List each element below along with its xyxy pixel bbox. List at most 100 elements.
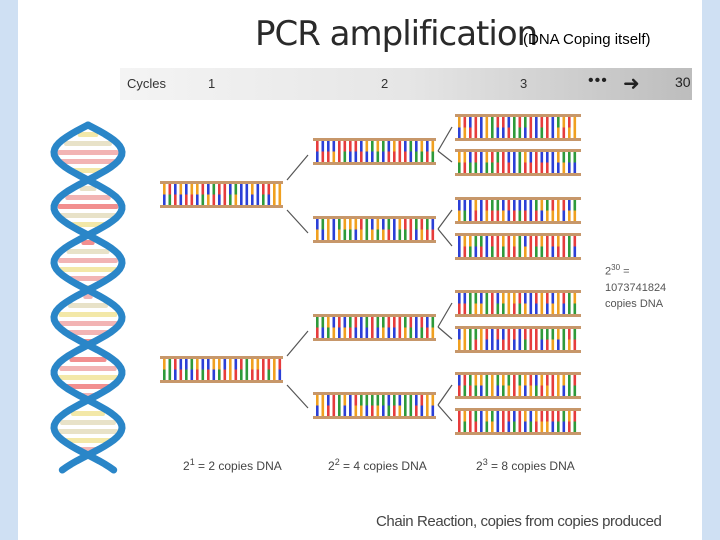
dna-gen1-1-base — [212, 184, 216, 195]
dna-gen3-7-base — [568, 385, 571, 396]
helix-base-pair — [60, 420, 116, 425]
dna-gen3-2-base — [573, 162, 577, 173]
dna-gen3-3-base — [546, 210, 549, 221]
dna-gen3-7-base — [463, 375, 467, 386]
dna-gen3-3-base — [507, 200, 511, 211]
dna-gen2-1-base — [393, 141, 396, 152]
dna-gen3-4-base — [513, 236, 516, 247]
dna-gen3-4-base — [502, 246, 505, 257]
dna-gen2-2-base — [371, 229, 374, 240]
dna-gen2-4-base — [420, 395, 424, 406]
dna-gen2-4-base — [332, 395, 336, 406]
dna-gen2-4-base — [431, 395, 435, 406]
dna-gen2-4-base — [327, 405, 330, 416]
dna-gen3-1-base — [518, 127, 522, 138]
dna-gen1-2-base — [185, 369, 188, 380]
dna-gen3-4-backbone-bottom — [455, 257, 581, 260]
dna-gen2-4-base — [393, 395, 396, 406]
dna-gen3-4-base — [496, 236, 500, 247]
right-arrow-icon: ➜ — [623, 73, 640, 95]
helix-base-pair — [57, 321, 119, 326]
dna-gen3-7-base — [485, 375, 489, 386]
dna-gen2-4-base — [321, 405, 325, 416]
dna-gen2-3-base — [426, 317, 429, 328]
dna-gen3-5-base — [463, 293, 467, 304]
dna-gen1-1-base — [273, 184, 276, 195]
dna-gen3-4-backbone-top — [455, 233, 581, 236]
dna-gen3-7-base — [513, 385, 516, 396]
dna-gen3-3-base — [480, 200, 483, 211]
dna-gen3-6-base — [551, 339, 555, 350]
dna-gen3-1-base — [469, 127, 472, 138]
dna-gen3-6-base — [557, 339, 560, 350]
dna-gen3-3-base — [502, 210, 505, 221]
dna-gen3-6-base — [463, 329, 467, 340]
dna-gen1-1-base — [168, 194, 172, 205]
dna-gen3-6-base — [502, 339, 505, 350]
dna-gen3-5-base — [562, 303, 566, 314]
dna-gen2-1-base — [426, 141, 429, 152]
dna-gen3-1-base — [524, 117, 527, 128]
helix-base-pair — [64, 141, 112, 146]
dna-gen3-2-base — [507, 152, 511, 163]
dna-gen1-2-base — [245, 359, 249, 370]
dna-gen1-2-base — [218, 359, 221, 370]
dna-gen3-8-base — [518, 411, 522, 422]
dna-gen3-8-base — [485, 411, 489, 422]
dna-gen3-1-backbone-top — [455, 114, 581, 117]
dna-gen3-5-base — [469, 293, 472, 304]
dna-gen3-5-base — [540, 303, 544, 314]
dna-gen2-1-base — [327, 151, 330, 162]
dna-gen3-7-base — [562, 375, 566, 386]
dna-gen3-5-base — [551, 303, 555, 314]
dna-gen3-8-base — [458, 411, 461, 422]
dna-gen3-3-base — [458, 210, 461, 221]
side-note: 230 = 1073741824 copies DNA — [605, 263, 667, 310]
dna-gen1-2-base — [234, 369, 238, 380]
dna-gen2-4-base — [409, 395, 413, 406]
dna-gen3-1-base — [562, 117, 566, 128]
helix-base-pair — [64, 384, 112, 389]
dna-gen2-2-base — [409, 219, 413, 230]
dna-gen2-4-base — [382, 405, 385, 416]
dna-gen2-4-base — [387, 405, 391, 416]
dna-gen3-5-base — [474, 303, 478, 314]
dna-gen3-7-base — [535, 385, 538, 396]
dna-gen3-3-base — [518, 210, 522, 221]
dna-gen2-2-base — [393, 229, 396, 240]
dna-gen2-4-base — [349, 395, 352, 406]
dna-gen3-8-base — [474, 411, 478, 422]
dna-gen3-3-base — [562, 200, 566, 211]
dna-gen3-7-base — [524, 385, 527, 396]
dna-gen3-3-base — [502, 200, 505, 211]
dna-gen3-6-base — [502, 329, 505, 340]
dna-gen2-3-base — [349, 317, 352, 328]
dna-gen3-3-base — [491, 210, 494, 221]
dna-gen1-1-base — [251, 194, 254, 205]
dna-gen2-1-base — [321, 141, 325, 152]
dna-gen1-1-base — [185, 194, 188, 205]
dna-gen3-7-base — [485, 385, 489, 396]
dna-gen3-3-base — [557, 200, 560, 211]
dna-gen3-7-base — [513, 375, 516, 386]
dna-gen3-3-base — [507, 210, 511, 221]
dna-gen2-1-base — [398, 151, 402, 162]
dna-gen3-5-base — [546, 293, 549, 304]
dna-gen3-6-base — [480, 339, 483, 350]
dna-gen2-2-base — [371, 219, 374, 230]
dna-gen3-6-base — [557, 329, 560, 340]
dna-gen3-2-base — [474, 152, 478, 163]
dna-gen1-2-base — [212, 369, 216, 380]
dna-gen2-3-base — [371, 317, 374, 328]
dna-gen3-8-base — [573, 411, 577, 422]
dna-gen1-2-base — [179, 359, 183, 370]
dna-gen1-1-base — [223, 184, 227, 195]
footer-caption: Chain Reaction, copies from copies produ… — [376, 513, 662, 530]
dna-gen3-7-base — [573, 375, 577, 386]
dna-gen3-7-base — [546, 385, 549, 396]
dna-gen3-1-base — [546, 117, 549, 128]
dna-gen3-4-base — [557, 236, 560, 247]
dna-gen2-2-base — [382, 219, 385, 230]
dna-gen3-2-base — [485, 162, 489, 173]
dna-gen2-2-base — [365, 229, 369, 240]
